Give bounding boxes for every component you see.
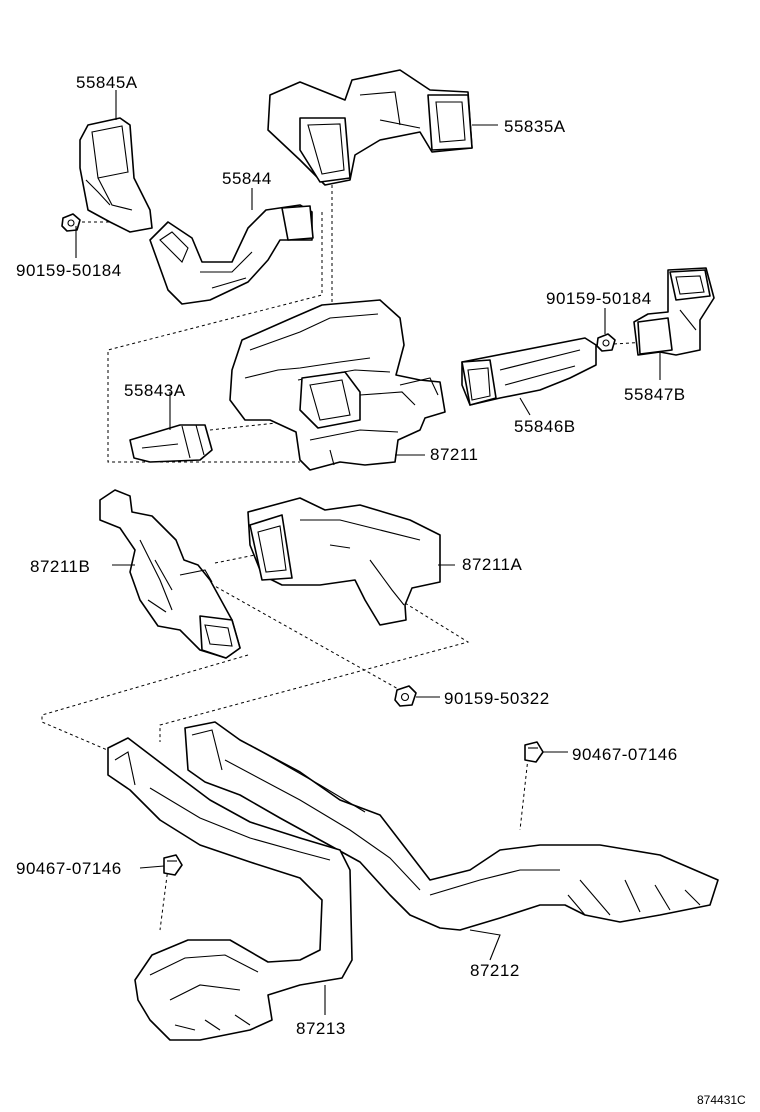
leader-lines	[75, 90, 661, 1015]
diagram-code: 874431C	[697, 1093, 746, 1107]
duct-87213	[107, 737, 353, 1041]
bolt-90159-50322	[394, 685, 417, 707]
duct-55845A	[79, 117, 153, 233]
part-labels: 55845A 55835A 55844 90159-50184 90159-50…	[16, 73, 746, 1107]
label-55843A: 55843A	[124, 381, 186, 400]
label-55835A: 55835A	[504, 117, 566, 136]
label-90159-50184-left: 90159-50184	[16, 261, 122, 280]
bolt-90159-50184-left	[61, 213, 81, 232]
clip-90467-07146-right	[524, 741, 544, 763]
duct-55846B	[461, 337, 597, 406]
label-90467-07146-left: 90467-07146	[16, 859, 122, 878]
label-87212: 87212	[470, 961, 520, 980]
duct-87211A	[247, 497, 441, 626]
label-90159-50184-right: 90159-50184	[546, 289, 652, 308]
duct-55844	[149, 204, 314, 305]
duct-55847B	[633, 267, 715, 356]
label-55847B: 55847B	[624, 385, 686, 404]
label-87211: 87211	[430, 445, 479, 464]
label-87211B: 87211B	[30, 557, 90, 576]
duct-87211B	[99, 489, 241, 659]
label-87211A: 87211A	[462, 555, 523, 574]
bolt-90159-50184-right	[596, 333, 616, 352]
duct-55843A	[129, 424, 213, 463]
label-55846B: 55846B	[514, 417, 576, 436]
duct-87212	[184, 721, 719, 931]
clip-90467-07146-left	[163, 854, 183, 876]
duct-55835A	[267, 69, 473, 186]
heater-housing	[229, 299, 446, 471]
label-55844: 55844	[222, 169, 272, 188]
label-90467-07146-right: 90467-07146	[572, 745, 678, 764]
label-87213: 87213	[296, 1019, 346, 1038]
label-55845A: 55845A	[76, 73, 138, 92]
label-90159-50322: 90159-50322	[444, 689, 550, 708]
